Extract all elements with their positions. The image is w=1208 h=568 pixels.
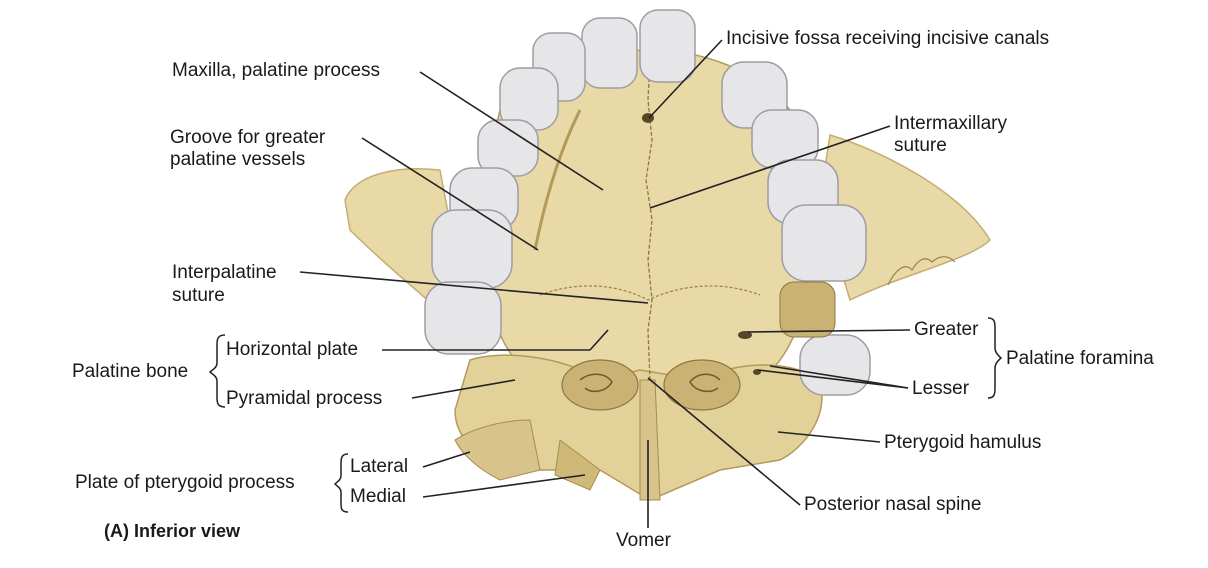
leader-hamulus bbox=[777, 431, 881, 443]
brackets bbox=[208, 317, 1003, 513]
leader-intermaxillary bbox=[649, 125, 891, 209]
label-medial: Medial bbox=[350, 486, 406, 507]
label-palatine-bone: Palatine bone bbox=[72, 361, 189, 382]
label-groove-line1: Groove for greater bbox=[170, 127, 326, 148]
label-groove-line2: palatine vessels bbox=[170, 149, 306, 170]
bracket-pterygoid-plate bbox=[333, 453, 349, 513]
label-interpalatine-line1: Interpalatine bbox=[172, 262, 277, 283]
teeth-left bbox=[424, 9, 696, 355]
bracket-palatine-foramina bbox=[987, 317, 1003, 399]
label-maxilla: Maxilla, palatine process bbox=[172, 60, 381, 81]
leader-lateral bbox=[422, 451, 471, 468]
leader-interpalatine bbox=[299, 271, 649, 304]
label-pyramidal-process: Pyramidal process bbox=[226, 388, 383, 409]
label-incisive-fossa: Incisive fossa receiving incisive canals bbox=[726, 28, 1050, 49]
leader-groove bbox=[361, 137, 539, 251]
leader-lesser-b bbox=[769, 365, 909, 389]
tooth-socket bbox=[779, 281, 836, 338]
leader-lines bbox=[299, 39, 911, 528]
label-posterior-nasal-spine: Posterior nasal spine bbox=[804, 494, 982, 515]
label-lesser: Lesser bbox=[912, 378, 970, 399]
figure-caption: (A) Inferior view bbox=[104, 521, 241, 541]
bracket-palatine-bone bbox=[208, 334, 226, 408]
leader-maxilla bbox=[419, 71, 604, 191]
label-interpalatine-line2: suture bbox=[172, 285, 225, 306]
intermaxillary-suture bbox=[645, 59, 653, 381]
leader-horizontal-plate-2 bbox=[589, 329, 609, 351]
right-choana bbox=[663, 359, 741, 411]
artist-signature bbox=[887, 256, 956, 286]
label-pterygoid-hamulus: Pterygoid hamulus bbox=[884, 432, 1042, 453]
left-choana bbox=[561, 359, 639, 411]
leader-pyramidal bbox=[411, 379, 516, 399]
greater-palatine-foramen bbox=[738, 331, 752, 339]
leader-lesser-a bbox=[757, 369, 909, 389]
leader-incisive-fossa bbox=[648, 39, 723, 119]
label-intermaxillary-line2: suture bbox=[894, 135, 947, 156]
label-palatine-foramina: Palatine foramina bbox=[1006, 348, 1154, 369]
greater-palatine-groove bbox=[533, 109, 582, 251]
interpalatine-suture-curve bbox=[539, 285, 761, 301]
label-horizontal-plate: Horizontal plate bbox=[226, 339, 359, 360]
label-vomer: Vomer bbox=[616, 530, 671, 551]
label-greater: Greater bbox=[914, 319, 979, 340]
leader-greater bbox=[746, 329, 911, 333]
label-lateral: Lateral bbox=[350, 456, 409, 477]
leader-posterior-nasal-spine bbox=[647, 377, 801, 506]
lateral-pterygoid-plate bbox=[454, 419, 541, 481]
leader-medial bbox=[422, 474, 586, 498]
label-intermaxillary-line1: Intermaxillary bbox=[894, 113, 1007, 134]
teeth-right bbox=[721, 61, 871, 396]
label-plate-pterygoid: Plate of pterygoid process bbox=[75, 472, 295, 493]
